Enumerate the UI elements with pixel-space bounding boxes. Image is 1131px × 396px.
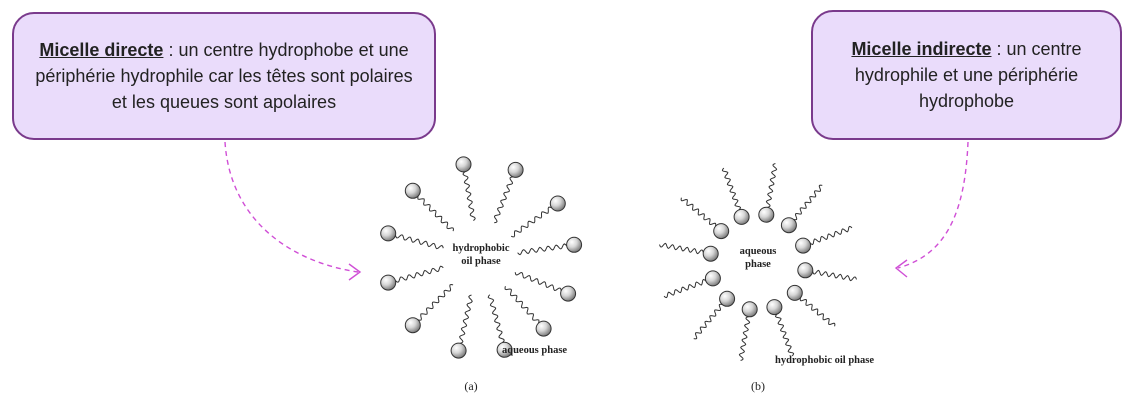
surfactant-head: [702, 245, 719, 262]
callout-direct-term: Micelle directe: [39, 40, 164, 60]
callout-indirect-micelle: Micelle indirecte : un centre hydrophile…: [811, 10, 1122, 140]
surfactant-molecule-a: [514, 271, 577, 302]
caption-b: (b): [751, 379, 765, 393]
surfactant-molecule-a: [493, 161, 524, 224]
surfactant-head: [786, 284, 803, 301]
surfactant-molecule-a: [404, 182, 455, 232]
surfactant-head: [496, 341, 513, 358]
surfactant-head: [758, 206, 775, 223]
surfactant-tail: [517, 243, 567, 256]
surfactant-tail: [510, 206, 552, 238]
surfactant-head: [713, 223, 730, 240]
surfactant-molecule-b: [758, 163, 778, 223]
surfactant-tail: [493, 176, 514, 224]
surfactant-molecule-b: [721, 167, 750, 225]
surfactant-tail: [774, 313, 795, 357]
surfactant-head: [566, 236, 583, 253]
surfactant-tail: [395, 234, 444, 250]
surfactant-head: [704, 270, 721, 287]
outer-label-b: hydrophobic oil phase: [775, 355, 874, 366]
surfactant-molecule-a: [517, 236, 583, 256]
surfactant-head: [560, 285, 577, 302]
caption-a: (a): [464, 379, 477, 393]
surfactant-head: [766, 299, 783, 316]
surfactant-molecule-a: [455, 156, 476, 221]
surfactant-molecule-b: [797, 262, 857, 282]
surfactant-tail: [721, 167, 742, 211]
surfactant-molecule-a: [380, 265, 444, 291]
reverse-micelle-drawing: [659, 163, 857, 361]
surfactant-molecule-b: [693, 290, 736, 340]
callout-indirect-text: : un centre hydrophile et une périphérie…: [854, 39, 1082, 111]
surfactant-molecule-b: [663, 270, 721, 299]
center-label-b-line1: aqueous: [740, 246, 777, 257]
surfactant-tail: [462, 171, 476, 221]
callout-direct-text: : un centre hydrophobe et une périphérie…: [35, 40, 413, 112]
surfactant-tail: [799, 297, 836, 327]
arrow-direct-head: [348, 263, 362, 281]
surfactant-tail: [793, 184, 823, 221]
surfactant-tail: [418, 283, 454, 321]
surfactant-head: [797, 262, 814, 279]
surfactant-tail: [663, 278, 707, 299]
surfactant-tail: [809, 225, 853, 246]
surfactant-head: [741, 301, 758, 318]
callout-indirect-term: Micelle indirecte: [851, 39, 992, 59]
arrow-indirect: [897, 141, 969, 269]
surfactant-head: [719, 290, 736, 307]
surfactant-head: [507, 161, 524, 178]
surfactant-tail: [680, 197, 717, 227]
surfactant-molecule-a: [404, 283, 454, 334]
surfactant-molecule-b: [738, 301, 758, 361]
surfactant-molecule-b: [680, 197, 730, 240]
surfactant-tail: [504, 286, 540, 324]
surfactant-molecule-b: [795, 225, 853, 254]
surfactant-tail: [765, 163, 778, 208]
surfactant-tail: [417, 196, 455, 232]
surfactant-tail: [487, 294, 505, 343]
surfactant-molecule-a: [450, 294, 473, 359]
surfactant-tail: [459, 294, 473, 344]
surfactant-head: [404, 317, 421, 334]
surfactant-molecule-b: [786, 284, 836, 327]
surfactant-molecule-a: [380, 225, 444, 250]
surfactant-molecule-a: [510, 195, 566, 238]
surfactant-tail: [659, 242, 704, 255]
center-label-b-line2: phase: [745, 259, 771, 270]
surfactant-tail: [514, 271, 562, 292]
surfactant-head: [404, 182, 421, 199]
surfactant-head: [380, 274, 397, 291]
callout-direct-micelle: Micelle directe : un centre hydrophobe e…: [12, 12, 436, 140]
surfactant-molecule-b: [659, 242, 719, 262]
surfactant-molecule-b: [766, 299, 795, 357]
surfactant-tail: [738, 316, 751, 361]
surfactant-head: [795, 237, 812, 254]
surfactant-head: [450, 342, 467, 359]
surfactant-head: [455, 156, 472, 173]
surfactant-molecule-b: [780, 184, 823, 234]
direct-micelle-drawing: [380, 156, 583, 359]
surfactant-head: [780, 217, 797, 234]
center-label-a-line2: oil phase: [461, 256, 501, 267]
surfactant-tail: [812, 269, 857, 282]
center-label-a-line1: hydrophobic: [453, 243, 510, 254]
surfactant-molecule-a: [487, 294, 513, 358]
surfactant-molecule-a: [504, 286, 552, 337]
outer-label-a: aqueous phase: [502, 345, 567, 356]
surfactant-head: [380, 225, 397, 242]
arrow-indirect-head: [894, 259, 908, 278]
surfactant-head: [733, 208, 750, 225]
surfactant-tail: [693, 303, 723, 340]
surfactant-head: [535, 320, 552, 337]
surfactant-tail: [395, 265, 444, 283]
arrow-direct: [224, 141, 359, 273]
surfactant-head: [549, 195, 566, 212]
